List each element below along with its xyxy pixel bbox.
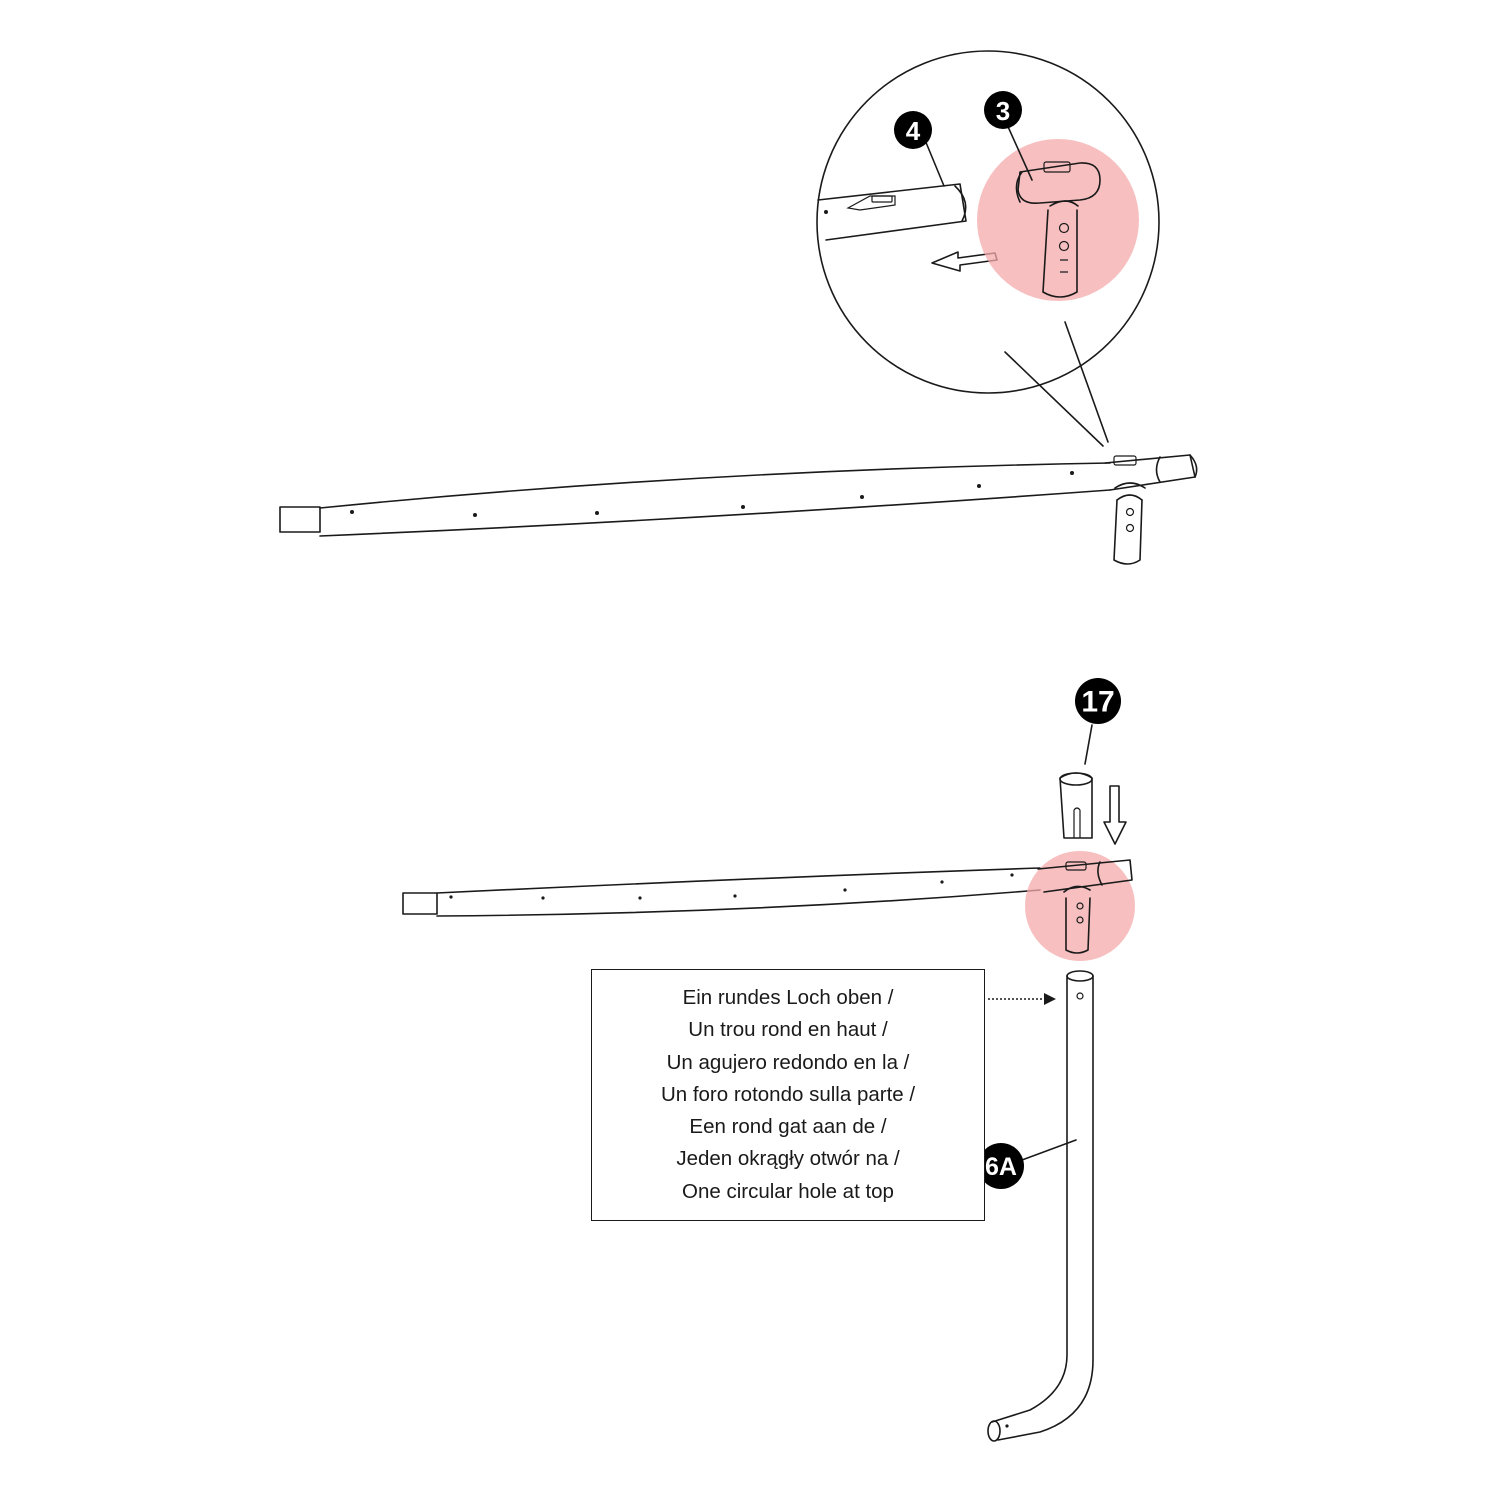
note-leader [988, 993, 1056, 1005]
hole-orientation-note: Ein rundes Loch oben / Un trou rond en h… [591, 969, 985, 1221]
step2-rail [402, 867, 1041, 917]
step2-t-connector [1037, 859, 1133, 954]
svg-text:4: 4 [906, 116, 921, 146]
svg-text:17: 17 [1081, 686, 1114, 719]
upright-pole-6a [987, 970, 1094, 1442]
note-line-en: One circular hole at top [682, 1179, 894, 1203]
step1-t-connector [1104, 454, 1198, 565]
svg-text:6A: 6A [985, 1153, 1017, 1181]
step1-top-rail [279, 462, 1111, 537]
end-cap-17 [1059, 772, 1093, 839]
rail2-holes [449, 873, 1014, 900]
note-line-de: Ein rundes Loch oben / [682, 986, 894, 1010]
note-line-es: Un agujero redondo en la / [666, 1050, 910, 1074]
note-line-fr: Un trou rond en haut / [688, 1018, 888, 1042]
svg-text:3: 3 [996, 96, 1010, 126]
step1-zoom-detail [816, 50, 1160, 447]
rail-holes [350, 471, 1074, 517]
down-arrow [1103, 785, 1127, 845]
callout-4: 4 [894, 111, 945, 187]
highlight-zoom [977, 139, 1139, 301]
highlight-step2 [1025, 851, 1135, 961]
note-line-it: Un foro rotondo sulla parte / [660, 1082, 916, 1106]
callout-6a: 6A [978, 1139, 1077, 1189]
note-line-pl: Jeden okrągły otwór na / [676, 1147, 900, 1171]
callout-3: 3 [984, 91, 1033, 181]
note-line-nl: Een rond gat aan de / [689, 1115, 887, 1139]
callout-17: 17 [1075, 678, 1121, 765]
